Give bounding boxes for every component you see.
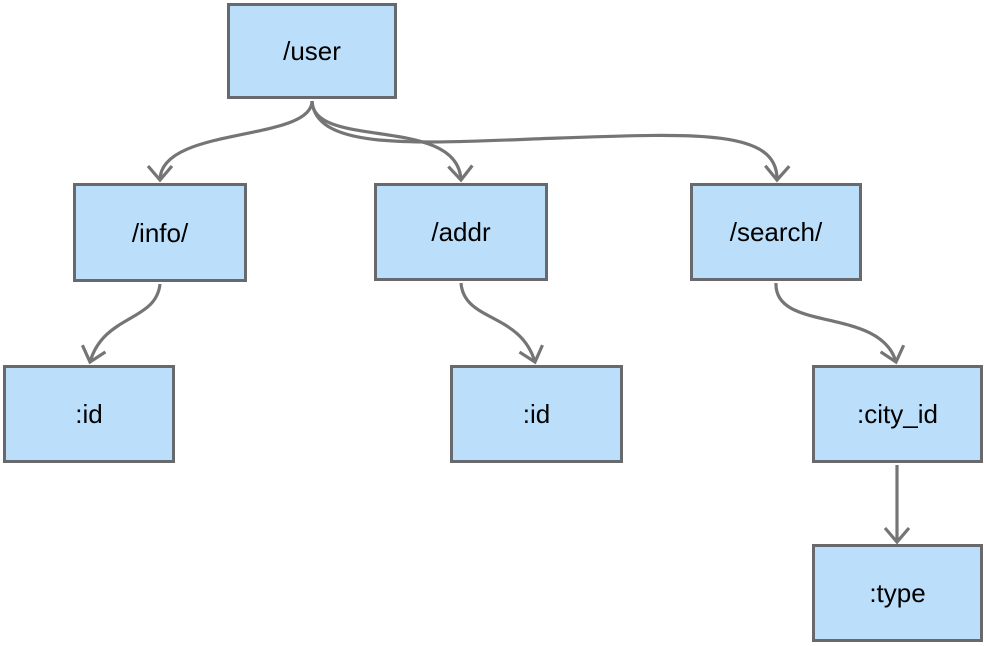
node-user-label: /user	[283, 36, 341, 66]
node-addr-id: :id	[450, 365, 623, 463]
node-info-id: :id	[3, 365, 175, 463]
node-addr: /addr	[374, 183, 548, 281]
node-search: /search/	[690, 183, 862, 281]
node-info-label: /info/	[131, 217, 189, 248]
node-user: /user	[227, 3, 397, 99]
node-type: :type	[812, 544, 983, 642]
node-addr-id-label: :id	[522, 399, 551, 429]
edge-info-to-id	[80, 283, 162, 365]
node-info: /info/	[73, 183, 247, 282]
node-search-label: /search/	[729, 217, 823, 247]
node-city-id-label: :city_id	[857, 399, 938, 429]
node-type-label: :type	[869, 578, 926, 608]
edge-user-to-addr	[310, 100, 474, 183]
edge-search-to-city-id	[774, 282, 906, 365]
edge-addr-to-id	[459, 282, 544, 365]
edge-user-to-info	[146, 100, 314, 183]
edge-user-to-search	[310, 100, 791, 183]
node-info-id-label: :id	[75, 399, 103, 429]
node-addr-label: /addr	[431, 217, 491, 247]
node-city-id: :city_id	[812, 365, 983, 463]
